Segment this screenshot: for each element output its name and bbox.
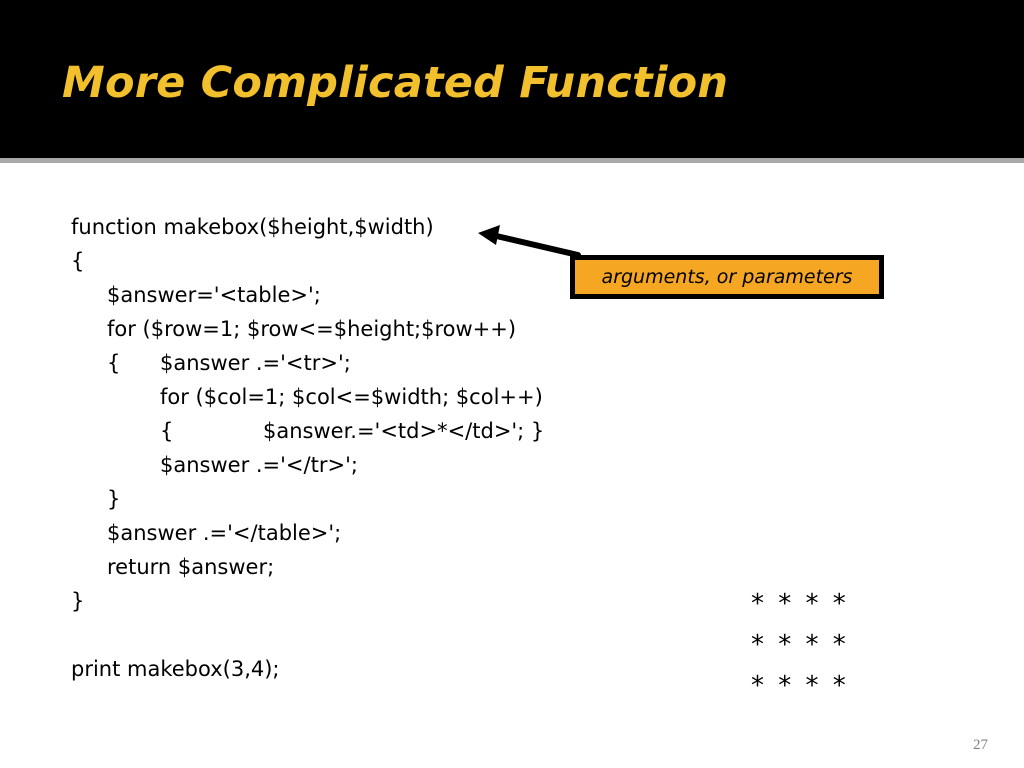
code-line-1: function makebox($height,$width) — [71, 215, 434, 239]
callout-label: arguments, or parameters — [575, 260, 879, 294]
code-line-10: $answer .='</tr>'; — [160, 453, 358, 477]
title-bar — [0, 0, 1024, 158]
title-divider — [0, 158, 1024, 163]
code-line-13: return $answer; — [107, 555, 275, 579]
output-row-1: * * * * — [751, 589, 849, 619]
code-line-5: { — [107, 351, 121, 375]
slide-title: More Complicated Function — [62, 58, 729, 108]
parameters-callout: arguments, or parameters — [570, 255, 884, 299]
output-row-3: * * * * — [751, 671, 849, 701]
code-line-4: for ($row=1; $row<=$height;$row++) — [107, 317, 517, 341]
code-line-6: $answer .='<tr>'; — [160, 351, 351, 375]
code-line-11: } — [107, 487, 121, 511]
output-row-2: * * * * — [751, 630, 849, 660]
code-line-12: $answer .='</table>'; — [107, 521, 342, 545]
code-line-3: $answer='<table>'; — [107, 283, 321, 307]
code-line-8: { — [160, 419, 174, 443]
code-line-9: $answer.='<td>*</td>'; } — [263, 419, 545, 443]
page-number: 27 — [973, 737, 988, 753]
code-line-7: for ($col=1; $col<=$width; $col++) — [160, 385, 543, 409]
code-line-15: print makebox(3,4); — [71, 657, 280, 681]
code-line-14: } — [71, 589, 85, 613]
callout-arrow — [478, 225, 581, 258]
code-line-2: { — [71, 249, 85, 273]
